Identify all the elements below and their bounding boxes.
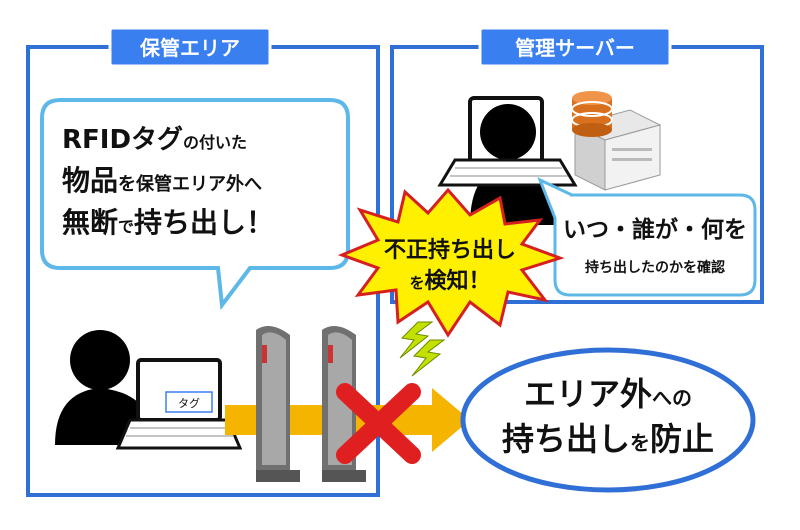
- storage-area-title: 保管エリア: [139, 36, 240, 60]
- rfid-tag-text: タグ: [178, 396, 200, 410]
- bubble-left-line3-b: で: [118, 217, 134, 236]
- result-line2-c: 防止: [650, 420, 714, 458]
- alert-line1: 不正持ち出し: [384, 238, 516, 263]
- bubble-left-line2-a: 物品: [62, 164, 118, 197]
- server-laptop-keyboard-icon: [437, 158, 578, 187]
- database-icon: [571, 91, 613, 137]
- storage-area-title-tab: [108, 26, 272, 68]
- result-line2-a: 持ち出し: [502, 420, 630, 458]
- bubble-left-line1-b: の付いた: [183, 133, 247, 152]
- rfid-tag-label: [165, 391, 213, 413]
- result-ellipse: [460, 347, 756, 493]
- result-line2-b: を: [630, 431, 650, 455]
- cross-icon: [336, 383, 421, 464]
- storage-laptop-icon: [115, 358, 243, 450]
- result-line1-b: への: [652, 386, 692, 410]
- server-icon: [573, 109, 662, 191]
- left-speech-bubble: [40, 98, 350, 311]
- bubble-left-line3-c: 持ち出し！: [134, 206, 274, 239]
- alert-line2-b: 検知！: [425, 268, 491, 294]
- bubble-right-line2: 持ち出したのかを確認: [585, 259, 725, 276]
- alert-line2-a: を: [409, 274, 424, 292]
- result-line1: エリア外への: [524, 375, 692, 413]
- bubble-left-line3-a: 無断: [62, 206, 118, 239]
- alert-starburst: [337, 187, 565, 338]
- bubble-left-line3: 無断で持ち出し！: [62, 206, 274, 239]
- bubble-left-line1-a: RFIDタグ: [62, 125, 183, 155]
- bubble-right-line1: いつ・誰が・何を: [563, 216, 747, 243]
- bubble-left-line2: 物品を保管エリア外へ: [62, 164, 262, 197]
- bubble-left-line1: RFIDタグの付いた: [62, 125, 247, 155]
- alert-line2: を検知！: [409, 268, 490, 294]
- lightning-icon: [399, 321, 446, 377]
- right-speech-bubble: [537, 177, 757, 297]
- server-title-tab: [478, 26, 672, 68]
- result-line1-a: エリア外: [524, 375, 652, 413]
- server-title: 管理サーバー: [515, 36, 635, 60]
- bubble-left-line2-b: を保管エリア外へ: [118, 173, 262, 195]
- rfid-gate-left-icon: [256, 326, 300, 482]
- result-line2: 持ち出しを防止: [502, 420, 714, 458]
